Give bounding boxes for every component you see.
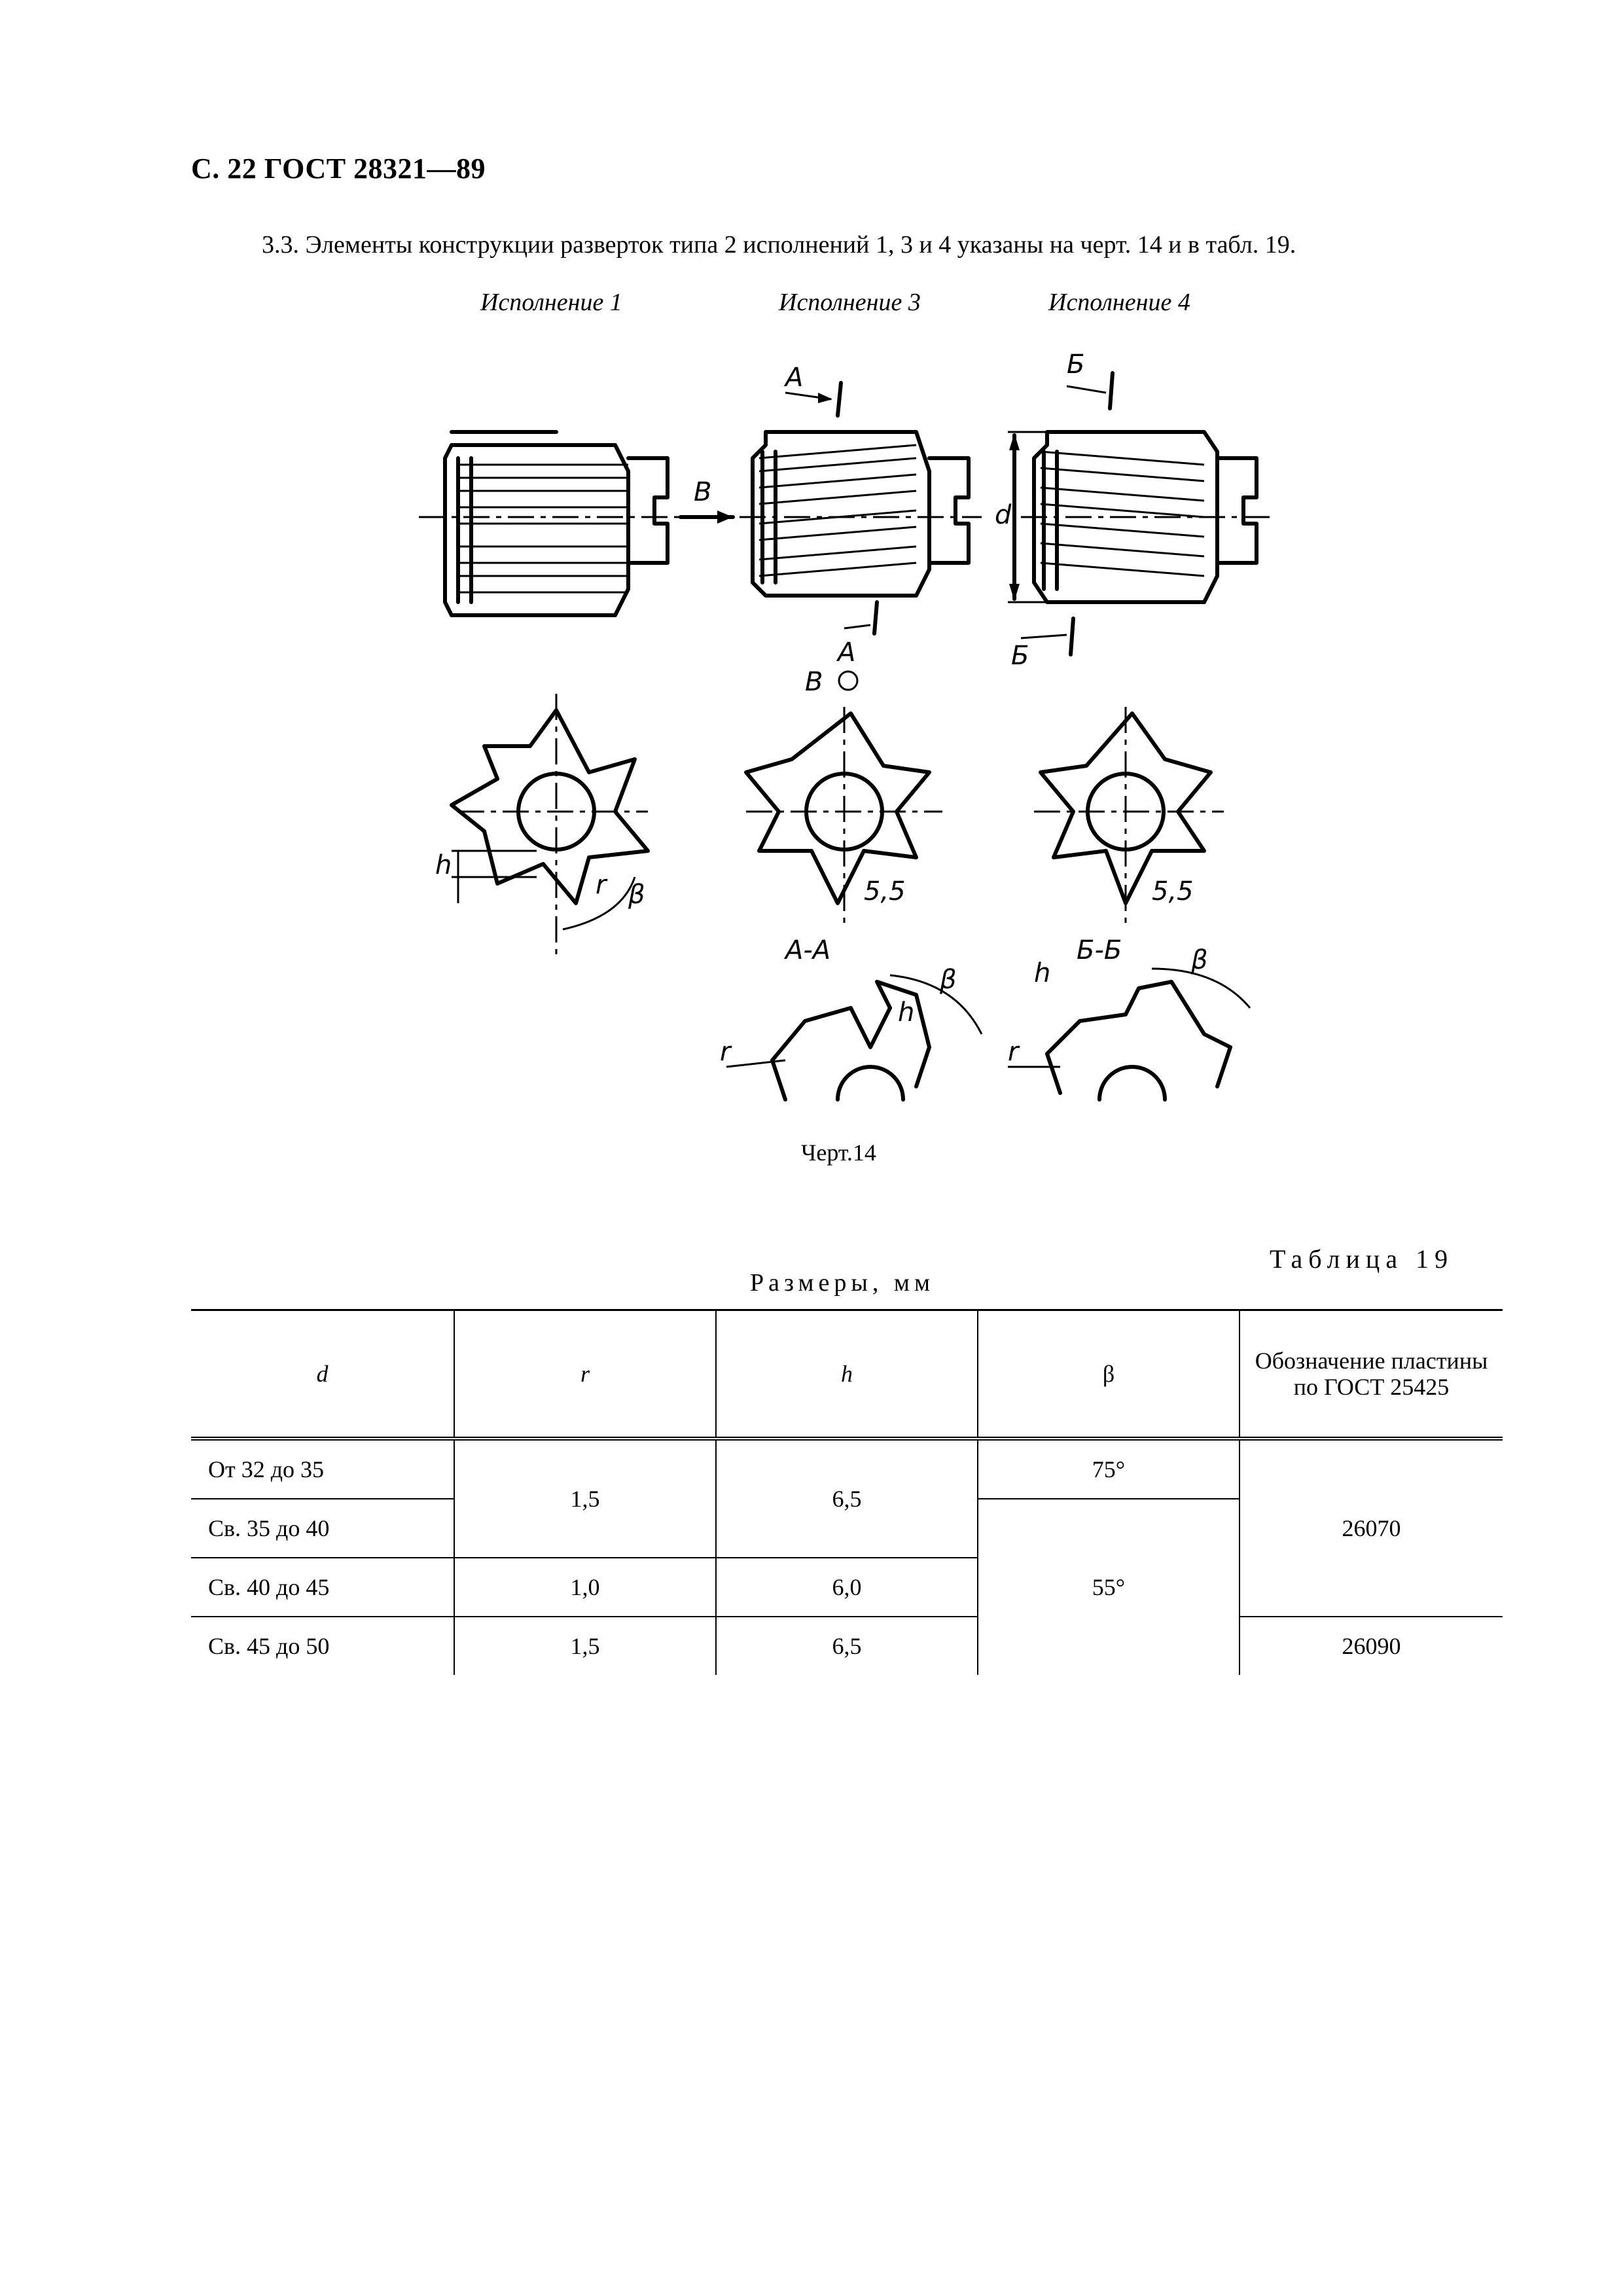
section-a-label-top: А — [783, 363, 803, 393]
section-aa-detail: r h β — [720, 965, 983, 1102]
end-view-4-dim-label: 5,5 — [1152, 876, 1194, 906]
section-aa-r-label: r — [720, 1037, 732, 1067]
cell-h: 6,5 — [715, 1616, 978, 1675]
section-aa-h-label: h — [898, 997, 914, 1028]
header-d: d — [191, 1309, 454, 1441]
end-view-1-r-label: r — [596, 870, 608, 900]
end-view-1-h-label: h — [435, 850, 452, 880]
cell-plate: 26090 — [1239, 1616, 1503, 1675]
table-row: Св. 45 до 50 1,5 6,5 26090 — [191, 1616, 1503, 1675]
section-a-label-bottom: А — [836, 637, 855, 668]
section-bb-r-label: r — [1008, 1037, 1020, 1067]
dimension-d: d — [995, 431, 1047, 603]
section-paragraph: 3.3. Элементы конструкции разверток типа… — [262, 231, 1296, 259]
reamer-side-view-3 — [740, 430, 982, 598]
view-b-marker-label: В — [805, 667, 823, 697]
section-mark-b-bottom: Б — [1011, 617, 1075, 671]
view-b-label: В — [694, 477, 711, 507]
table-row: Св. 35 до 40 55° — [191, 1498, 1503, 1675]
page-header: С. 22 ГОСТ 28321—89 — [191, 152, 486, 185]
variant-label-1: Исполнение 1 — [480, 289, 622, 316]
cell-r: 1,5 — [454, 1439, 716, 1558]
header-plate: Обозначение пластины по ГОСТ 25425 — [1239, 1309, 1503, 1441]
variant-label-3: Исполнение 3 — [779, 289, 921, 316]
view-arrow-b: В — [679, 477, 735, 524]
end-view-1: h r β — [435, 694, 650, 956]
cell-d: Св. 40 до 45 — [191, 1557, 454, 1617]
reamer-side-view-4 — [1021, 430, 1276, 604]
dim-d-label: d — [995, 500, 1012, 530]
cell-beta: 55° — [977, 1498, 1240, 1675]
section-aa-label: А-А — [783, 935, 830, 965]
cell-d: Св. 35 до 40 — [191, 1498, 454, 1558]
technical-drawing: В А А В d Б — [419, 350, 1276, 1102]
header-r: r — [454, 1309, 716, 1441]
variant-label-4: Исполнение 4 — [1048, 289, 1190, 316]
table-units: Размеры, мм — [750, 1269, 935, 1297]
table-row: От 32 до 35 1,5 6,5 75° 26070 — [191, 1439, 1503, 1617]
cell-h: 6,0 — [715, 1557, 978, 1617]
section-b-label-bottom: Б — [1011, 641, 1029, 671]
reamer-side-view-1 — [419, 430, 694, 617]
cell-d: Св. 45 до 50 — [191, 1616, 454, 1675]
view-b-marker: В — [805, 667, 859, 697]
end-view-3-dim-label: 5,5 — [864, 876, 906, 906]
end-view-1-beta-label: β — [628, 880, 645, 910]
dimensions-table: d r h β Обозначение пластины по ГОСТ 254… — [191, 1309, 1503, 1675]
header-h: h — [715, 1309, 978, 1441]
cell-r: 1,0 — [454, 1557, 716, 1617]
section-bb-detail: r h β — [1008, 945, 1251, 1102]
section-b-label-top: Б — [1067, 350, 1084, 380]
cell-d: От 32 до 35 — [208, 1456, 325, 1482]
end-view-4: 5,5 Б-Б — [1034, 707, 1224, 965]
cell-beta: 75° — [977, 1439, 1240, 1499]
section-mark-b-top: Б — [1066, 350, 1115, 410]
section-bb-label: Б-Б — [1077, 935, 1122, 965]
section-bb-h-label: h — [1034, 958, 1050, 988]
table-row: Св. 40 до 45 1,0 6,0 — [191, 1557, 1503, 1617]
section-mark-a-top: А — [783, 363, 843, 418]
table-number: Таблица 19 — [1270, 1244, 1454, 1274]
table-header-row: d r h β Обозначение пластины по ГОСТ 254… — [191, 1309, 1503, 1441]
cell-plate: 26070 — [1239, 1439, 1503, 1617]
figure-caption: Черт.14 — [801, 1139, 876, 1166]
cell-h: 6,5 — [715, 1439, 978, 1558]
end-view-3: 5,5 А-А — [744, 707, 942, 965]
cell-r: 1,5 — [454, 1616, 716, 1675]
section-bb-beta-label: β — [1190, 945, 1208, 975]
header-beta: β — [977, 1309, 1240, 1441]
section-mark-a-bottom: А — [836, 600, 879, 668]
